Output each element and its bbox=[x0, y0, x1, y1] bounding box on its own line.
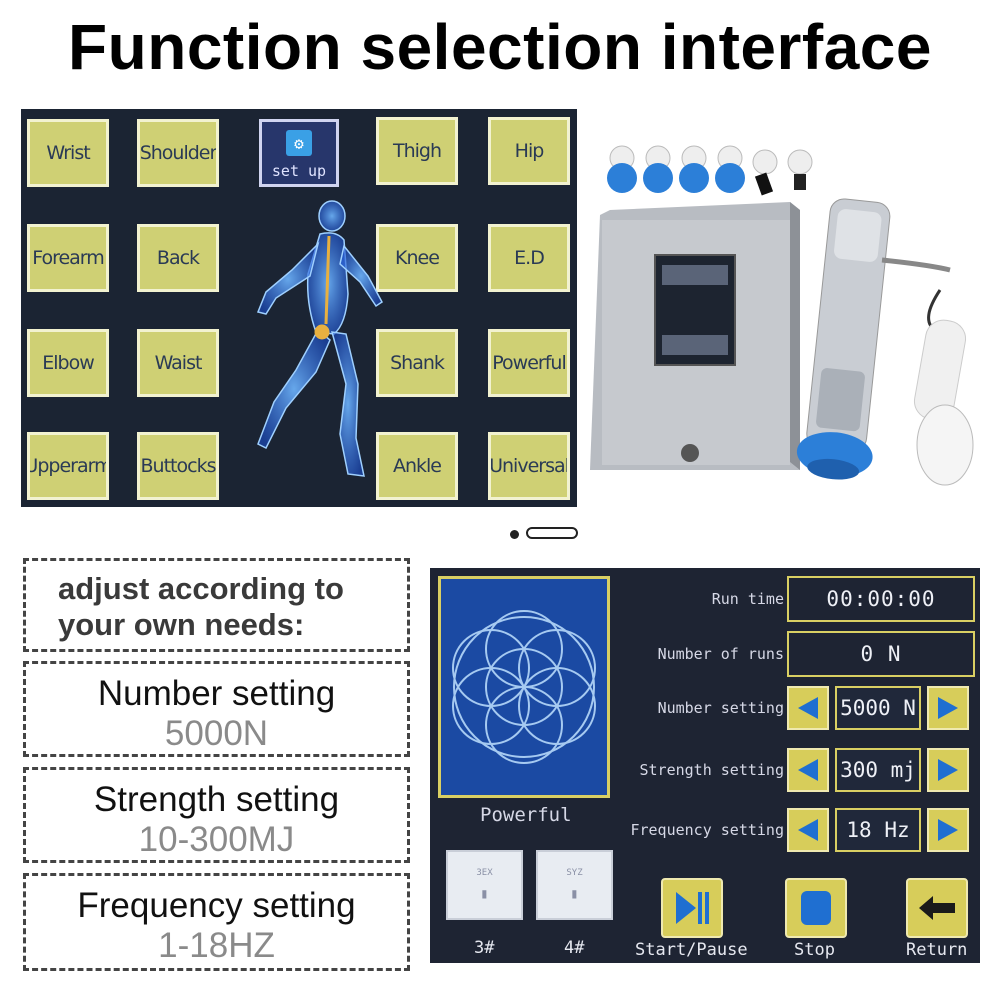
buttocks-button[interactable]: Buttocks bbox=[137, 432, 219, 500]
thigh-button[interactable]: Thigh bbox=[376, 117, 458, 185]
return-button[interactable] bbox=[906, 878, 968, 938]
preset-4-button[interactable]: SYZ ▮ bbox=[536, 850, 613, 920]
number-setting-value: 5000 N bbox=[835, 686, 921, 730]
mode-artwork bbox=[438, 576, 610, 798]
strength-setting-value: 10-300MJ bbox=[138, 820, 295, 859]
number-setting-label: Number setting bbox=[657, 699, 784, 717]
powerful-button[interactable]: Powerful bbox=[488, 329, 570, 397]
forearm-button[interactable]: Forearm bbox=[27, 224, 109, 292]
preset-3-tag: 3EX bbox=[476, 868, 493, 878]
number-setting-value: 5000N bbox=[164, 714, 269, 753]
ankle-button[interactable]: Ankle bbox=[376, 432, 458, 500]
preset-dot-icon: ▮ bbox=[570, 886, 579, 902]
number-setting-box: Number setting 5000N bbox=[23, 661, 410, 757]
adjust-heading: adjust according to your own needs: bbox=[58, 571, 344, 642]
back-button[interactable]: Back bbox=[137, 224, 219, 292]
elbow-button[interactable]: Elbow bbox=[27, 329, 109, 397]
adjust-heading-box: adjust according to your own needs: bbox=[23, 558, 410, 652]
page-title: Function selection interface bbox=[68, 11, 932, 83]
strength-setting-label: Strength setting bbox=[639, 761, 785, 779]
start-pause-label: Start/Pause bbox=[635, 940, 748, 960]
triangle-right-icon bbox=[938, 819, 958, 841]
function-selection-screen: Wrist Shoulder Forearm Back Elbow Waist … bbox=[21, 109, 577, 507]
frequency-setting-label: Frequency setting bbox=[77, 886, 356, 925]
run-time-label: Run time bbox=[711, 590, 784, 608]
number-of-runs-label: Number of runs bbox=[657, 645, 784, 663]
stop-icon bbox=[801, 891, 831, 925]
frequency-setting-box: Frequency setting 1-18HZ bbox=[23, 873, 410, 971]
frequency-increase-button[interactable] bbox=[927, 808, 969, 852]
treatment-screen: Powerful Run time 00:00:00 Number of run… bbox=[430, 568, 980, 963]
shoulder-button[interactable]: Shoulder bbox=[137, 119, 219, 187]
triangle-left-icon bbox=[798, 697, 818, 719]
frequency-setting-label: Frequency setting bbox=[630, 821, 784, 839]
preset-3-button[interactable]: 3EX ▮ bbox=[446, 850, 523, 920]
strength-decrease-button[interactable] bbox=[787, 748, 829, 792]
shank-button[interactable]: Shank bbox=[376, 329, 458, 397]
shockwave-device-photo bbox=[590, 145, 974, 486]
stop-button[interactable] bbox=[785, 878, 847, 938]
return-label: Return bbox=[906, 940, 968, 960]
preset-dot-icon: ▮ bbox=[480, 886, 489, 902]
run-time-display: 00:00:00 bbox=[787, 576, 975, 622]
running-man-illustration bbox=[256, 200, 383, 477]
frequency-setting-value: 1-18HZ bbox=[158, 926, 275, 965]
number-of-runs-display: 0 N bbox=[787, 631, 975, 677]
universal-button[interactable]: Universal bbox=[488, 432, 570, 500]
triangle-left-icon bbox=[798, 819, 818, 841]
number-increase-button[interactable] bbox=[927, 686, 969, 730]
strength-increase-button[interactable] bbox=[927, 748, 969, 792]
hip-button[interactable]: Hip bbox=[488, 117, 570, 185]
wrist-button[interactable]: Wrist bbox=[27, 119, 109, 187]
knee-button[interactable]: Knee bbox=[376, 224, 458, 292]
setup-label: set up bbox=[271, 162, 327, 180]
frequency-decrease-button[interactable] bbox=[787, 808, 829, 852]
applicator-tips bbox=[607, 145, 813, 196]
triangle-left-icon bbox=[798, 759, 818, 781]
arrow-left-icon bbox=[919, 896, 955, 920]
play-pause-icon bbox=[676, 892, 709, 924]
preset-4-tag: SYZ bbox=[566, 868, 583, 878]
number-setting-label: Number setting bbox=[97, 674, 336, 713]
strength-setting-value: 300 mj bbox=[835, 748, 921, 792]
triangle-right-icon bbox=[938, 697, 958, 719]
number-decrease-button[interactable] bbox=[787, 686, 829, 730]
upperarm-button[interactable]: Upperarm bbox=[27, 432, 109, 500]
strength-setting-box: Strength setting 10-300MJ bbox=[23, 767, 410, 863]
strength-setting-label: Strength setting bbox=[93, 780, 340, 819]
start-pause-button[interactable] bbox=[661, 878, 723, 938]
waist-button[interactable]: Waist bbox=[137, 329, 219, 397]
stop-label: Stop bbox=[794, 940, 835, 960]
frequency-setting-value: 18 Hz bbox=[835, 808, 921, 852]
triangle-right-icon bbox=[938, 759, 958, 781]
settings-icon: ⚙ bbox=[286, 130, 312, 156]
ed-button[interactable]: E.D bbox=[488, 224, 570, 292]
setup-button[interactable]: ⚙ set up bbox=[259, 119, 339, 187]
carousel-dot-active[interactable] bbox=[510, 530, 519, 539]
preset-4-label: 4# bbox=[564, 938, 585, 958]
preset-3-label: 3# bbox=[474, 938, 495, 958]
mode-label: Powerful bbox=[480, 804, 572, 826]
carousel-dot-inactive[interactable] bbox=[526, 527, 578, 539]
